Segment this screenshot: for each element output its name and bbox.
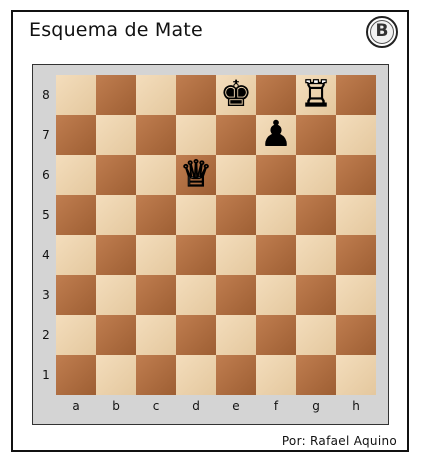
square-h4 <box>336 235 376 275</box>
square-e8 <box>216 75 256 115</box>
square-h8 <box>336 75 376 115</box>
square-g5 <box>296 195 336 235</box>
square-b2 <box>96 315 136 355</box>
square-g8 <box>296 75 336 115</box>
file-label: g <box>312 399 320 413</box>
square-a4 <box>56 235 96 275</box>
square-d2 <box>176 315 216 355</box>
square-g1 <box>296 355 336 395</box>
square-d1 <box>176 355 216 395</box>
square-a2 <box>56 315 96 355</box>
file-label: f <box>273 399 279 413</box>
square-d5 <box>176 195 216 235</box>
square-a8 <box>56 75 96 115</box>
square-e3 <box>216 275 256 315</box>
square-a6 <box>56 155 96 195</box>
black-king-icon: ♚ <box>219 74 253 115</box>
square-e7 <box>216 115 256 155</box>
square-g3 <box>296 275 336 315</box>
square-g7 <box>296 115 336 155</box>
logo-letter: B <box>370 20 394 44</box>
square-e1 <box>216 355 256 395</box>
square-e2 <box>216 315 256 355</box>
square-h3 <box>336 275 376 315</box>
file-label: e <box>232 399 240 413</box>
rank-label: 2 <box>42 328 50 342</box>
square-f8 <box>256 75 296 115</box>
square-a5 <box>56 195 96 235</box>
rank-label: 5 <box>42 208 50 222</box>
file-label: c <box>152 399 160 413</box>
square-f7 <box>256 115 296 155</box>
square-d3 <box>176 275 216 315</box>
square-c3 <box>136 275 176 315</box>
square-h1 <box>336 355 376 395</box>
square-c8 <box>136 75 176 115</box>
square-d4 <box>176 235 216 275</box>
square-c6 <box>136 155 176 195</box>
square-f5 <box>256 195 296 235</box>
square-a7 <box>56 115 96 155</box>
square-h2 <box>336 315 376 355</box>
square-f6 <box>256 155 296 195</box>
square-b3 <box>96 275 136 315</box>
diagram-title: Esquema de Mate <box>29 19 203 41</box>
file-label: d <box>192 399 200 413</box>
square-b7 <box>96 115 136 155</box>
file-label: a <box>72 399 80 413</box>
square-b4 <box>96 235 136 275</box>
rank-label: 4 <box>42 248 50 262</box>
square-c4 <box>136 235 176 275</box>
square-a1 <box>56 355 96 395</box>
logo-badge: B <box>366 16 398 48</box>
square-a3 <box>56 275 96 315</box>
square-c1 <box>136 355 176 395</box>
square-e5 <box>216 195 256 235</box>
square-e4 <box>216 235 256 275</box>
file-label: b <box>112 399 120 413</box>
rank-label: 3 <box>42 288 50 302</box>
chess-board: ♚ ♖♟ ♕ <box>56 74 376 395</box>
square-c7 <box>136 115 176 155</box>
author-credit: Por: Rafael Aquino <box>281 434 397 448</box>
square-f3 <box>256 275 296 315</box>
square-b8 <box>96 75 136 115</box>
square-g6 <box>296 155 336 195</box>
file-label: h <box>352 399 360 413</box>
square-b1 <box>96 355 136 395</box>
square-d7 <box>176 115 216 155</box>
rank-label: 7 <box>42 128 50 142</box>
square-h6 <box>336 155 376 195</box>
square-g2 <box>296 315 336 355</box>
rank-label: 6 <box>42 168 50 182</box>
square-c2 <box>136 315 176 355</box>
square-c5 <box>136 195 176 235</box>
rank-label: 8 <box>42 88 50 102</box>
square-d8 <box>176 75 216 115</box>
square-f4 <box>256 235 296 275</box>
square-b5 <box>96 195 136 235</box>
square-h7 <box>336 115 376 155</box>
white-queen-icon: ♕ <box>179 154 213 195</box>
rank-label: 1 <box>42 368 50 382</box>
square-f2 <box>256 315 296 355</box>
square-g4 <box>296 235 336 275</box>
square-e6 <box>216 155 256 195</box>
white-rook-icon: ♖ <box>299 74 333 115</box>
square-f1 <box>256 355 296 395</box>
square-b6 <box>96 155 136 195</box>
square-d6 <box>176 155 216 195</box>
square-h5 <box>336 195 376 235</box>
black-pawn-icon: ♟ <box>259 114 293 155</box>
